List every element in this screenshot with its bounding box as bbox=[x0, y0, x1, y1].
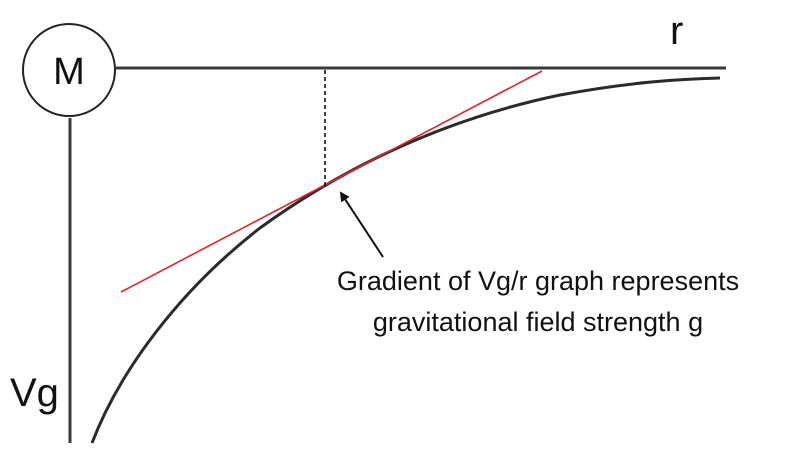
mass-label: M bbox=[53, 51, 85, 93]
y-axis-label: Vg bbox=[10, 371, 59, 415]
annotation-line-1: Gradient of Vg/r graph represents bbox=[337, 266, 739, 296]
x-axis-label: r bbox=[670, 9, 683, 53]
mass-circle bbox=[22, 23, 116, 117]
annotation-line-2: gravitational field strength g bbox=[373, 307, 703, 337]
potential-curve bbox=[90, 76, 721, 444]
tangent-line bbox=[120, 70, 543, 293]
annotation-arrow bbox=[339, 191, 384, 258]
